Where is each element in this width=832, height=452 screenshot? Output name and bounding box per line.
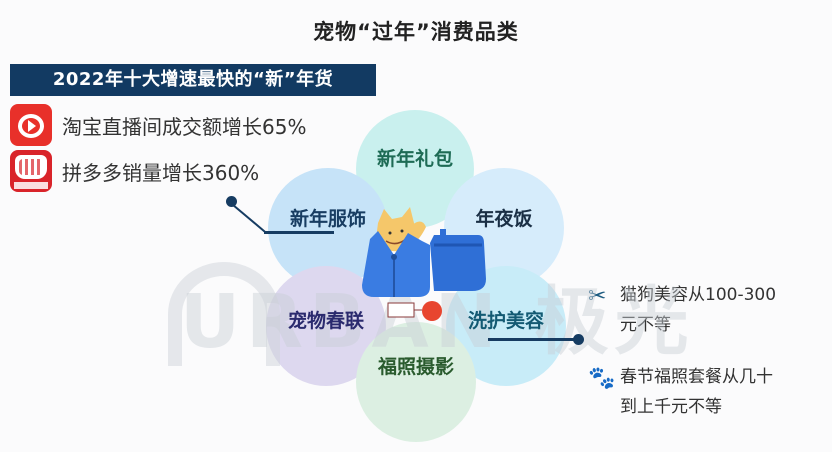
connector-line-left — [264, 231, 334, 234]
paw-prints-icon: 🐾 — [588, 366, 616, 391]
pinduoduo-icon — [10, 150, 52, 192]
category-label: 洗护美容 — [467, 310, 544, 332]
category-label: 福照摄影 — [377, 356, 454, 378]
scissors-icon: ✂ — [588, 284, 607, 309]
connector-dot-left — [226, 196, 237, 207]
pet-bags-illustration — [362, 207, 486, 321]
detail-grooming: ✂ 猫狗美容从100-300 元不等 — [588, 284, 777, 335]
stat-text: 拼多多销量增长360% — [62, 160, 260, 185]
category-label: 新年服饰 — [289, 208, 366, 230]
jacket-icon — [362, 231, 430, 297]
category-label: 宠物春联 — [287, 310, 364, 332]
connector-dot-right — [573, 334, 584, 345]
watermark-text: URBAN 极光 — [180, 279, 695, 365]
ball-icon — [422, 301, 442, 321]
stat-taobao: 淘宝直播间成交额增长65% — [10, 104, 306, 146]
detail-photography: 🐾 春节福照套餐从几十 到上千元不等 — [588, 366, 773, 417]
section-banner: 2022年十大增速最快的“新”年货 — [10, 64, 376, 96]
stat-text: 淘宝直播间成交额增长65% — [62, 114, 307, 139]
category-photography: 福照摄影 — [356, 322, 476, 442]
page-title: 宠物“过年”消费品类 — [313, 20, 519, 44]
category-label: 年夜饭 — [475, 208, 533, 230]
stat-pinduoduo: 拼多多销量增长360% — [10, 150, 259, 192]
category-label: 新年礼包 — [376, 148, 453, 170]
connector-line-right — [488, 338, 578, 341]
connector-line-left-diagonal — [229, 202, 267, 234]
bag-icon — [430, 229, 486, 291]
taobao-live-icon — [10, 104, 52, 146]
